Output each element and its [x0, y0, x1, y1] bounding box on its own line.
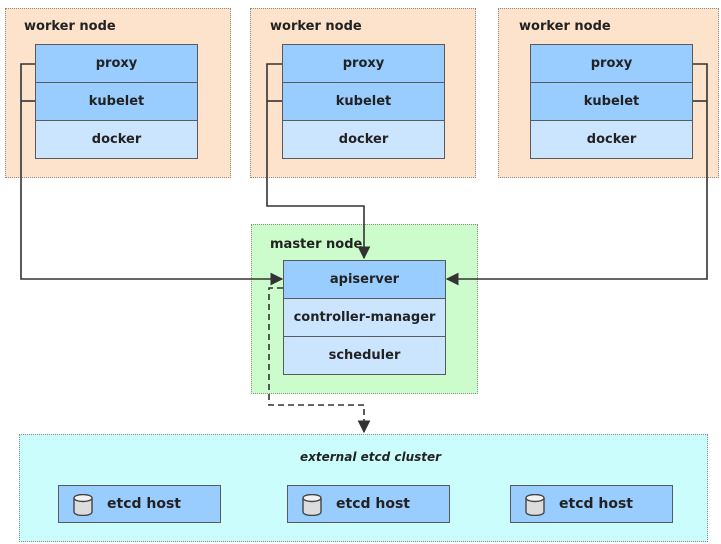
etcd-host-label: etcd host	[559, 496, 633, 512]
controller-manager-component[interactable]: controller-manager	[284, 299, 445, 337]
worker-node-title: worker node	[24, 19, 116, 34]
etcd-host-3[interactable]: etcd host	[510, 485, 673, 523]
worker-node-title: worker node	[519, 19, 611, 34]
worker-2-components: proxy kubelet docker	[282, 44, 445, 159]
database-icon	[525, 494, 545, 516]
etcd-host-1[interactable]: etcd host	[58, 485, 221, 523]
etcd-host-label: etcd host	[107, 496, 181, 512]
proxy-component[interactable]: proxy	[531, 45, 692, 83]
etcd-cluster-title: external etcd cluster	[300, 450, 442, 464]
master-components: apiserver controller-manager scheduler	[283, 260, 446, 375]
apiserver-component[interactable]: apiserver	[284, 261, 445, 299]
docker-component[interactable]: docker	[36, 121, 197, 158]
worker-1-components: proxy kubelet docker	[35, 44, 198, 159]
database-icon	[73, 494, 93, 516]
etcd-host-label: etcd host	[336, 496, 410, 512]
master-node-title: master node	[270, 237, 363, 252]
docker-component[interactable]: docker	[531, 121, 692, 158]
etcd-host-2[interactable]: etcd host	[287, 485, 450, 523]
docker-component[interactable]: docker	[283, 121, 444, 158]
database-icon	[302, 494, 322, 516]
proxy-component[interactable]: proxy	[283, 45, 444, 83]
kubelet-component[interactable]: kubelet	[36, 83, 197, 121]
scheduler-component[interactable]: scheduler	[284, 337, 445, 374]
kubelet-component[interactable]: kubelet	[531, 83, 692, 121]
worker-node-title: worker node	[270, 19, 362, 34]
worker-3-components: proxy kubelet docker	[530, 44, 693, 159]
kubelet-component[interactable]: kubelet	[283, 83, 444, 121]
proxy-component[interactable]: proxy	[36, 45, 197, 83]
